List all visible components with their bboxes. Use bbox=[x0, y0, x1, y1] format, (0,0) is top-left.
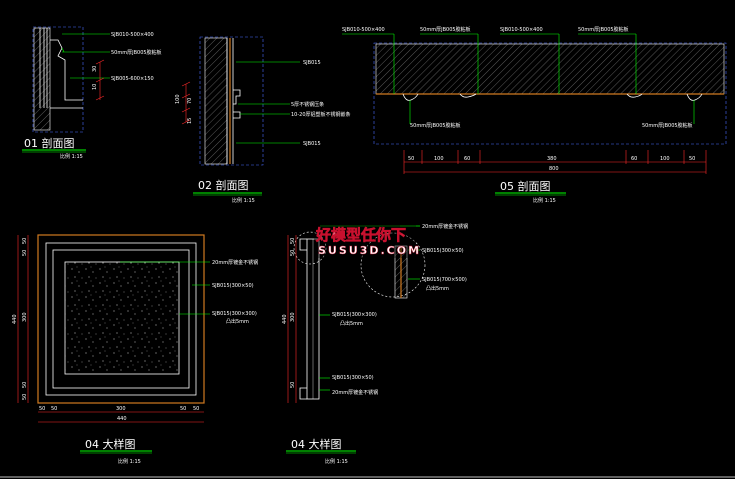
d05-top-label-3: SJB010-500×400 bbox=[500, 27, 543, 33]
d02-label-1: SJB015 bbox=[303, 60, 321, 66]
d01-title: 01 剖面图 bbox=[24, 136, 75, 150]
d02-dim-2: 70 bbox=[187, 98, 193, 104]
d02-title: 02 剖面图 bbox=[198, 178, 249, 192]
d04a-label-1: 20mm厚镀金不锈钢 bbox=[212, 259, 258, 266]
d04a-dim-v-2: 50 bbox=[22, 250, 28, 256]
watermark-line-2: SUSU3D.COM bbox=[318, 244, 421, 257]
d04b-dim-v-2: 50 bbox=[290, 250, 296, 256]
d04b-label-6: 凸出5mm bbox=[340, 320, 363, 327]
d01-scale: 比例 1:15 bbox=[60, 153, 83, 160]
d04b-scale: 比例 1:15 bbox=[325, 458, 348, 465]
d04b-label-3: SJB015(700×500) bbox=[422, 277, 467, 283]
section-01-drawing bbox=[32, 26, 110, 133]
d04b-label-4: 凸出5mm bbox=[426, 285, 449, 292]
d05-bottom-label-2: 50mm厚JB005胶粘板 bbox=[642, 122, 693, 129]
d04b-label-1: 20mm厚镀金不锈钢 bbox=[422, 223, 468, 230]
d04a-dim-v-3: 300 bbox=[22, 312, 28, 322]
d04a-dim-h-3: 300 bbox=[116, 406, 126, 412]
d04a-dim-v-1: 50 bbox=[22, 238, 28, 244]
d02-label-3: 10-20厚铝塑板不锈钢嵌条 bbox=[291, 111, 351, 118]
d04b-dim-v-total: 440 bbox=[282, 314, 288, 324]
d05-dim-2: 100 bbox=[434, 156, 444, 162]
d05-dim-4: 380 bbox=[547, 156, 557, 162]
d04a-label-4: 凸出5mm bbox=[226, 318, 249, 325]
d05-top-label-1: SJB010-500×400 bbox=[342, 27, 385, 33]
d04a-dim-h-4: 50 bbox=[180, 406, 186, 412]
d04a-dim-v-4: 50 bbox=[22, 382, 28, 388]
d04a-title: 04 大样图 bbox=[85, 437, 136, 451]
watermark-line-1: 好模型任你下 bbox=[315, 226, 406, 244]
watermark: 好模型任你下 SUSU3D.COM bbox=[314, 222, 421, 258]
d04b-label-7: SJB015(300×50) bbox=[332, 375, 374, 381]
d05-top-label-4: 50mm厚JB005胶粘板 bbox=[578, 26, 629, 33]
d04a-label-3: SJB015(300×300) bbox=[212, 311, 257, 317]
d04a-label-2: SJB015(300×50) bbox=[212, 283, 254, 289]
d04a-dim-h-total: 440 bbox=[117, 416, 127, 422]
d04a-dim-v-total: 440 bbox=[12, 314, 18, 324]
d04b-title: 04 大样图 bbox=[291, 437, 342, 451]
d04a-dim-h-2: 50 bbox=[51, 406, 57, 412]
d02-label-4: SJB015 bbox=[303, 141, 321, 147]
d04a-scale: 比例 1:15 bbox=[118, 458, 141, 465]
d05-dim-1: 50 bbox=[408, 156, 414, 162]
d01-label-1: SJB010-500×400 bbox=[111, 32, 154, 38]
d01-dim-2: 10 bbox=[92, 84, 98, 90]
d05-dim-5: 60 bbox=[631, 156, 637, 162]
detail-04-plan-drawing bbox=[17, 234, 210, 423]
section-02-drawing bbox=[181, 36, 300, 166]
d05-dim-total: 800 bbox=[549, 166, 559, 172]
d02-dim-3: 15 bbox=[187, 118, 193, 124]
d05-top-label-2: 50mm厚JB005胶粘板 bbox=[420, 26, 471, 33]
d04a-dim-v-5: 50 bbox=[22, 394, 28, 400]
d04b-dim-v-3: 300 bbox=[290, 312, 296, 322]
d01-label-2: 50mm厚JB005胶粘板 bbox=[111, 49, 162, 56]
d04a-dim-h-5: 50 bbox=[193, 406, 199, 412]
detail-04-section-drawing bbox=[287, 225, 426, 403]
d01-dim-1: 30 bbox=[92, 66, 98, 72]
section-05-drawing bbox=[342, 33, 727, 174]
d04a-dim-h-1: 50 bbox=[39, 406, 45, 412]
d05-dim-3: 60 bbox=[464, 156, 470, 162]
d01-label-3: SJB005-600×150 bbox=[111, 76, 154, 82]
d02-dim-1: 100 bbox=[175, 94, 181, 104]
d04b-label-5: SJB015(300×300) bbox=[332, 312, 377, 318]
d04b-label-2: SJB015(300×50) bbox=[422, 248, 464, 254]
d02-scale: 比例 1:15 bbox=[232, 197, 255, 204]
d04b-label-8: 20mm厚镀金不锈钢 bbox=[332, 389, 378, 396]
d05-title: 05 剖面图 bbox=[500, 179, 551, 193]
d05-dim-6: 100 bbox=[660, 156, 670, 162]
d05-dim-7: 50 bbox=[689, 156, 695, 162]
d05-scale: 比例 1:15 bbox=[533, 197, 556, 204]
d02-label-2: 5厚不锈钢压条 bbox=[291, 101, 324, 108]
d05-bottom-label-1: 50mm厚JB005胶粘板 bbox=[410, 122, 461, 129]
d04b-dim-v-4: 50 bbox=[290, 382, 296, 388]
d04b-dim-v-1: 50 bbox=[290, 238, 296, 244]
